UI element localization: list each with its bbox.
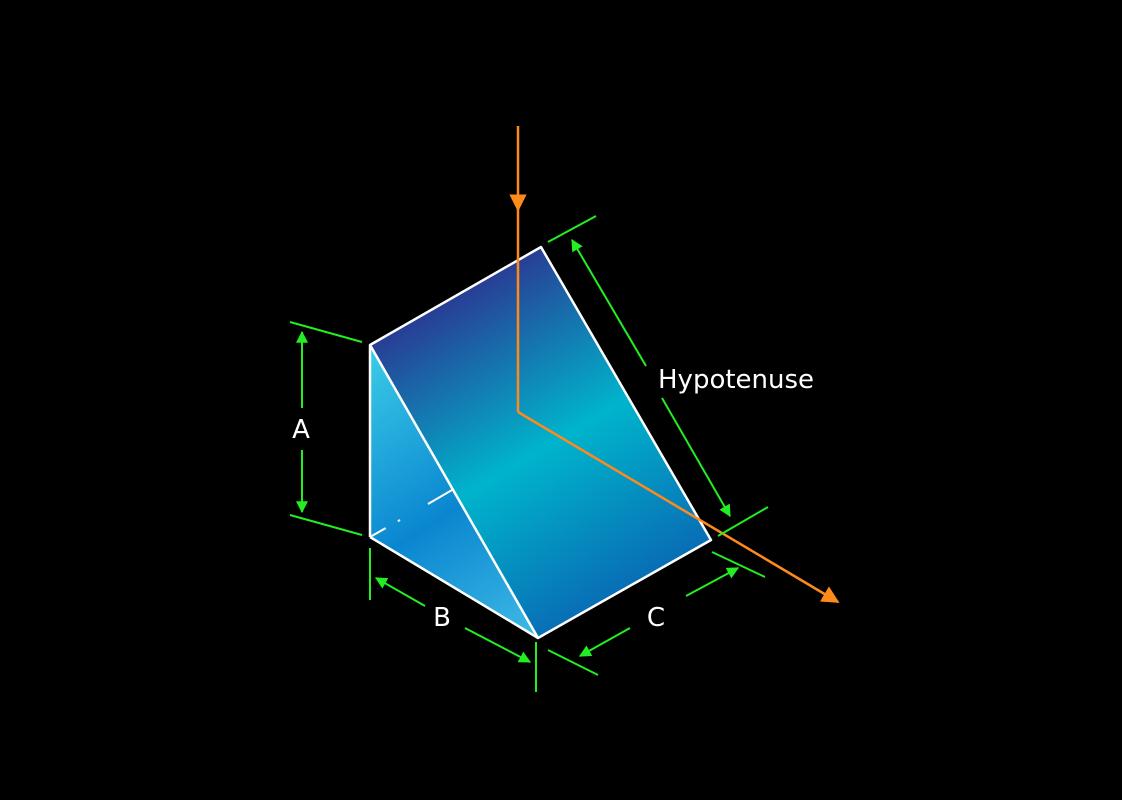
- prism-hypotenuse-face: [370, 247, 711, 638]
- dimension-hypotenuse: [547, 215, 769, 537]
- label-a: A: [292, 415, 310, 445]
- beam-outgoing: [517, 410, 840, 604]
- dimension-b: [369, 548, 537, 692]
- label-hypotenuse: Hypotenuse: [658, 365, 814, 395]
- label-c: C: [647, 603, 665, 633]
- dimension-c: [547, 551, 766, 676]
- label-b: B: [433, 603, 451, 633]
- prism-outline: [368, 245, 713, 640]
- hidden-edge-vertical: [369, 519, 401, 538]
- prism-hypotenuse-edge: [368, 344, 540, 639]
- hidden-edge-horizontal: [427, 489, 453, 505]
- dimension-a: [289, 321, 363, 536]
